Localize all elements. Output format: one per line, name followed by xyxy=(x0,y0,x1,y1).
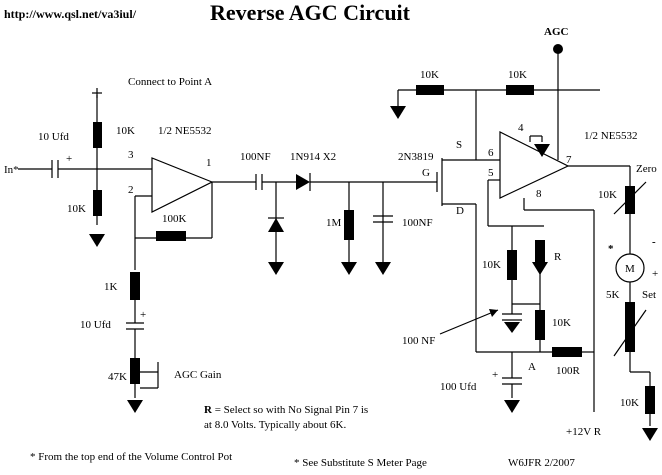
footnote-meter: * See Substitute S Meter Page xyxy=(294,457,427,469)
diode-series-icon xyxy=(296,174,310,190)
ground-icon xyxy=(504,322,520,333)
meter-m-label: M xyxy=(625,263,635,275)
resistor-10k-low xyxy=(535,310,545,340)
cap-100ufd-label: 100 Ufd xyxy=(440,381,477,393)
fet-wires xyxy=(436,90,552,353)
pot-47k-label: 47K xyxy=(108,371,127,383)
pot-5k-set xyxy=(625,302,635,352)
ground-icon xyxy=(534,144,550,157)
pot-10k-zero-label: 10K xyxy=(598,189,617,201)
point-a-label: A xyxy=(528,361,536,373)
opamp1-name: 1/2 NE5532 xyxy=(158,125,211,137)
credit-label: W6JFR 2/2007 xyxy=(508,457,575,469)
resistor-10k-mid-label: 10K xyxy=(482,259,501,271)
resistor-10k-top-label: 10K xyxy=(116,125,135,137)
footnote-volume: * From the top end of the Volume Control… xyxy=(30,451,232,463)
fet-source-label: S xyxy=(456,139,462,151)
resistor-r xyxy=(535,240,545,264)
opamp2-triangle xyxy=(499,131,570,199)
ground-icon xyxy=(268,262,284,275)
resistor-10k-top-right xyxy=(506,85,534,95)
resistor-10k-bottom-label: 10K xyxy=(67,203,86,215)
agc-output-label: AGC xyxy=(544,26,569,38)
resistor-5k-label: 5K xyxy=(606,289,620,301)
resistor-10k-right-bottom xyxy=(645,386,655,414)
set-label: Set xyxy=(642,289,656,301)
input-label: In* xyxy=(4,164,19,176)
cap-10ufd-gain-label: 10 Ufd xyxy=(80,319,111,331)
cap-plus-label: + xyxy=(66,153,72,165)
arrow-head-icon xyxy=(489,309,498,317)
note-r: R = Select so with No Signal Pin 7 is xyxy=(204,404,368,416)
top-network-wires xyxy=(397,50,600,161)
opamp2-pin8: 8 xyxy=(536,188,542,200)
resistor-1k xyxy=(130,272,140,300)
resistor-10k-top-right-label: 10K xyxy=(508,69,527,81)
ground-icon xyxy=(127,400,143,413)
cap-100ufd-plus: + xyxy=(492,369,498,381)
ground-icon xyxy=(532,262,548,275)
note-r-line2: at 8.0 Volts. Typically about 6K. xyxy=(204,419,346,431)
diode-shunt-icon xyxy=(268,218,284,232)
resistor-1k-label: 1K xyxy=(104,281,118,293)
opamp2-name: 1/2 NE5532 xyxy=(584,130,637,142)
resistor-100k-feedback-label: 100K xyxy=(162,213,187,225)
opamp1-pin2: 2 xyxy=(128,184,134,196)
resistor-r-label: R xyxy=(554,251,562,263)
opamp1-pin3: 3 xyxy=(128,149,134,161)
opamp2-pin5: 5 xyxy=(488,167,494,179)
ground-icon xyxy=(390,106,406,119)
resistor-10k-top-left-label: 10K xyxy=(420,69,439,81)
agc-gain-label: AGC Gain xyxy=(174,369,222,381)
ground-icon xyxy=(504,400,520,413)
cap-100nf-shunt-label: 100NF xyxy=(402,217,433,229)
pot-47k xyxy=(130,358,140,384)
opamp2-pin4: 4 xyxy=(518,122,524,134)
opamp1-pin1: 1 xyxy=(206,157,212,169)
note-r-bold: R xyxy=(204,404,213,416)
ground-icon xyxy=(375,262,391,275)
resistor-10k-bottom xyxy=(93,190,102,216)
meter-icon xyxy=(615,253,645,283)
opamp2-pin6: 6 xyxy=(488,147,494,159)
fet-drain-label: D xyxy=(456,205,464,217)
ground-icon xyxy=(642,428,658,441)
meter-star: * xyxy=(608,243,614,255)
cap-100nf-note-label: 100 NF xyxy=(402,335,435,347)
fet-name: 2N3819 xyxy=(398,151,434,163)
cap-100nf-output-label: 100NF xyxy=(240,151,271,163)
resistor-100r-label: 100R xyxy=(556,365,581,377)
resistor-1m xyxy=(344,210,354,240)
source-url: http://www.qsl.net/va3iul/ xyxy=(4,7,137,21)
pot-10k-zero xyxy=(625,186,635,214)
meter-minus-label: - xyxy=(652,236,656,248)
ground-icon xyxy=(341,262,357,275)
cap-10ufd-input-label: 10 Ufd xyxy=(38,131,69,143)
connect-point-a-label: Connect to Point A xyxy=(128,76,212,88)
opamp2-wires xyxy=(487,135,630,412)
resistor-100k-feedback xyxy=(156,231,186,241)
resistor-10k-top xyxy=(93,122,102,148)
resistor-10k-mid xyxy=(507,250,517,280)
meter-plus-label: + xyxy=(652,268,658,280)
opamp1-triangle xyxy=(151,157,214,213)
resistor-10k-low-label: 10K xyxy=(552,317,571,329)
resistor-10k-top-left xyxy=(416,85,444,95)
resistor-1m-label: 1M xyxy=(326,217,342,229)
resistor-100r xyxy=(552,347,582,357)
fet-gate-label: G xyxy=(422,167,430,179)
pointer-arrow-line xyxy=(439,309,499,335)
diode-label: 1N914 X2 xyxy=(290,151,336,163)
page-title: Reverse AGC Circuit xyxy=(210,0,411,25)
ground-icon xyxy=(89,234,105,247)
cap-gain-plus: + xyxy=(140,309,146,321)
note-r-line1: = Select so with No Signal Pin 7 is xyxy=(212,404,368,416)
supply-label: +12V R xyxy=(566,426,602,438)
resistor-10k-right-bottom-label: 10K xyxy=(620,397,639,409)
gain-chain-wires xyxy=(126,300,159,398)
zero-label: Zero xyxy=(636,163,657,175)
opamp2-pin7: 7 xyxy=(566,154,572,166)
agc-terminal-icon xyxy=(553,44,563,54)
